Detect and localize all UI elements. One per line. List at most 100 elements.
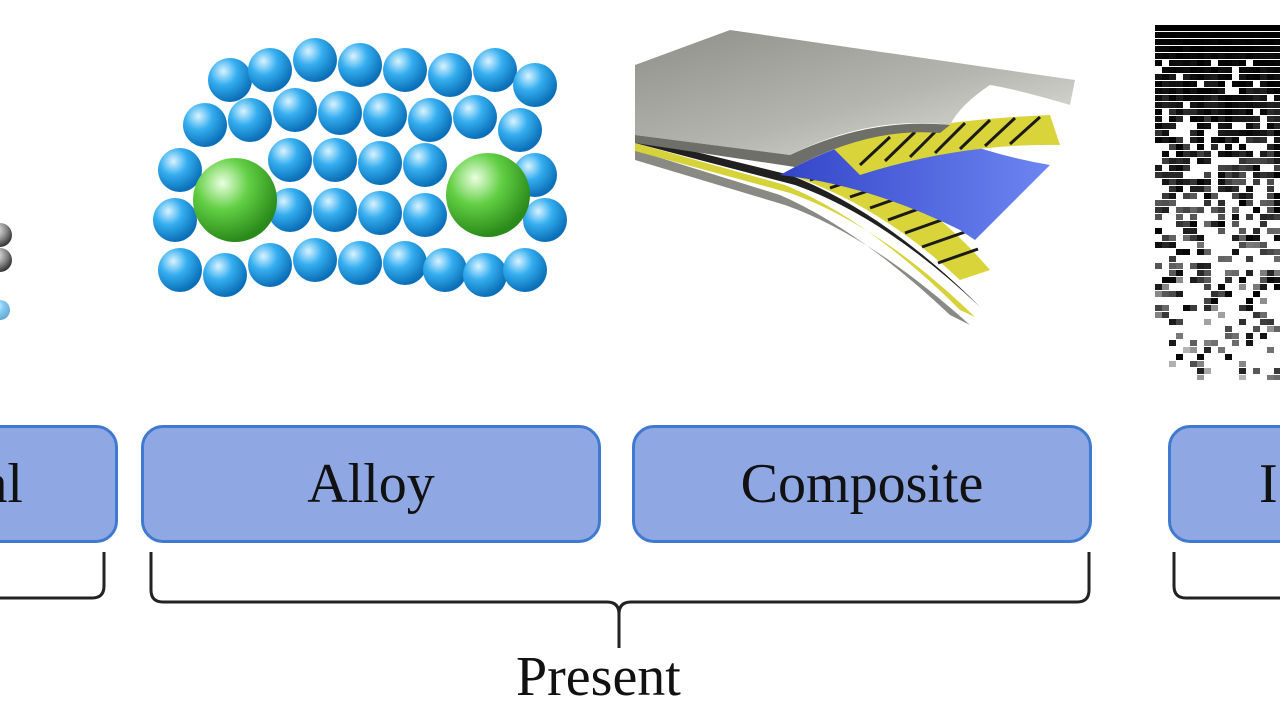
random-cell [1246,88,1253,94]
random-cell [1197,179,1204,185]
random-cell [1204,193,1211,199]
random-cell [1253,123,1260,129]
random-cell [1246,305,1253,311]
next-label: I [1259,453,1278,515]
random-structure-illustration [1155,25,1280,380]
random-cell [1253,165,1260,171]
random-cell [1197,60,1204,66]
random-cell [1162,158,1169,164]
present-caption: Present [516,646,681,708]
random-cell [1218,284,1225,290]
random-cell [1260,172,1267,178]
random-cell [1204,172,1211,178]
random-cell [1274,235,1280,241]
random-cell [1183,81,1190,87]
random-cell [1169,46,1176,52]
random-cell [1197,263,1204,269]
random-cell [1169,172,1176,178]
random-cell [1267,179,1274,185]
random-cell [1169,74,1176,80]
random-cell [1260,32,1267,38]
random-cell [1267,60,1274,66]
random-cell [1246,137,1253,143]
random-cell [1197,130,1204,136]
random-cell [1197,270,1204,276]
random-cell [1190,39,1197,45]
green-atom [446,153,530,237]
random-cell [1274,158,1280,164]
random-cell [1267,207,1274,213]
random-cell [1246,151,1253,157]
random-cell [1225,354,1232,360]
random-cell [1267,123,1274,129]
random-cell [1190,67,1197,73]
random-cell [1162,277,1169,283]
random-cell [1274,53,1280,59]
random-cell [1239,144,1246,150]
random-cell [1274,74,1280,80]
blue-atom [423,248,467,292]
random-cell [1267,270,1274,276]
blue-atom [268,138,312,182]
random-cell [1260,67,1267,73]
random-cell [1183,151,1190,157]
random-cell [1274,32,1280,38]
random-cell [1239,361,1246,367]
random-cell [1260,284,1267,290]
random-cell [1246,333,1253,339]
random-cell [1190,102,1197,108]
random-cell [1274,214,1280,220]
random-cell [1176,60,1183,66]
random-cell [1218,137,1225,143]
random-cell [1274,151,1280,157]
random-cell [1232,333,1239,339]
random-cell [1183,221,1190,227]
random-cell [1239,375,1246,380]
random-cell [1211,137,1218,143]
random-cell [1155,81,1162,87]
random-cell [1176,144,1183,150]
random-cell [1267,109,1274,115]
random-cell [1183,74,1190,80]
random-cell [1267,375,1274,380]
random-cell [1176,46,1183,52]
random-cell [1169,116,1176,122]
random-cell [1239,200,1246,206]
random-cell [1239,228,1246,234]
random-cell [1239,242,1246,248]
random-cell [1197,74,1204,80]
random-cell [1183,249,1190,255]
random-cell [1267,186,1274,192]
random-cell [1176,95,1183,101]
random-cell [1155,228,1162,234]
random-cell [1218,109,1225,115]
random-cell [1176,172,1183,178]
random-cell [1204,116,1211,122]
random-cell [1169,39,1176,45]
random-cell [1204,25,1211,31]
random-cell [1211,116,1218,122]
random-cell [1225,102,1232,108]
random-cell [1274,277,1280,283]
random-cell [1274,116,1280,122]
random-cell [1232,340,1239,346]
random-cell [1197,354,1204,360]
random-cell [1260,130,1267,136]
random-cell [1169,263,1176,269]
random-cell [1232,151,1239,157]
random-cell [1267,277,1274,283]
random-cell [1239,53,1246,59]
random-cell [1246,53,1253,59]
random-cell [1204,270,1211,276]
random-cell [1176,39,1183,45]
random-cell [1176,354,1183,360]
random-cell [1260,46,1267,52]
random-cell [1274,123,1280,129]
random-cell [1197,95,1204,101]
random-cell [1204,347,1211,353]
random-cell [1169,340,1176,346]
random-cell [1232,39,1239,45]
random-cell [1260,151,1267,157]
random-cell [1267,319,1274,325]
random-cell [1225,39,1232,45]
